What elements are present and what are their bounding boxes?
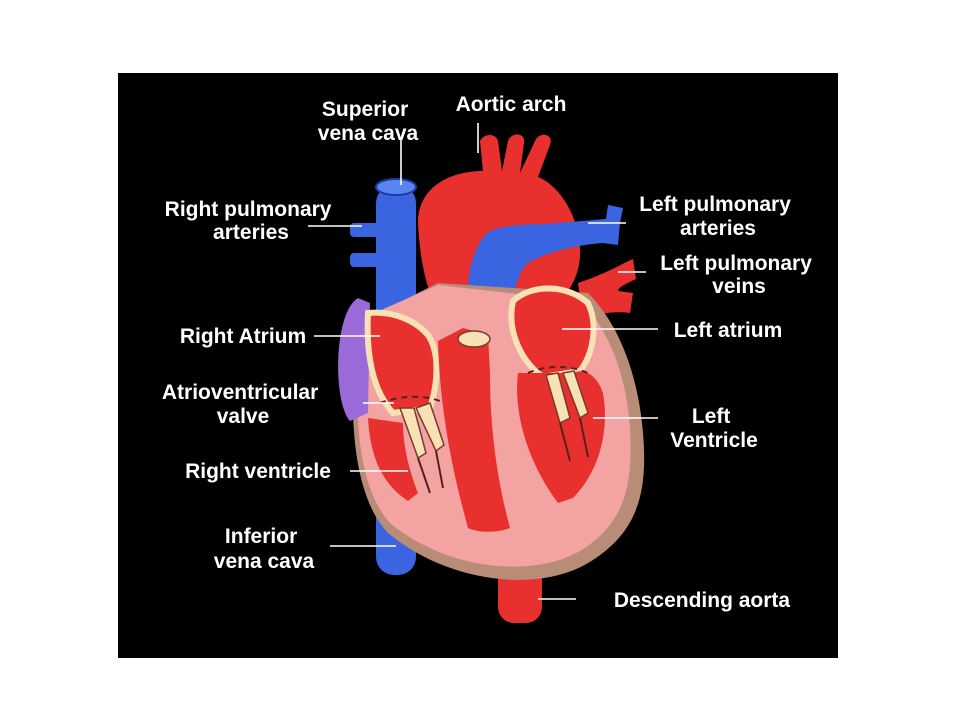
right-atrium-chamber [364,309,440,417]
valve-outlines [379,366,589,404]
label-inferior-vena-cava: Inferior vena cava [214,525,315,573]
label-left-pulmonary-veins: Left pulmonary veins [660,252,818,298]
label-left-atrium: Left atrium [674,319,783,342]
right-atrium-wall [338,298,370,421]
label-right-ventricle: Right ventricle [185,460,331,483]
label-left-ventricle: Left Ventricle [670,405,758,452]
right-ventricle-chamber [368,418,418,501]
label-aortic-arch: Aortic arch [456,93,567,116]
leader-lines [308,123,658,600]
label-descending-aorta: Descending aorta [614,589,791,612]
heart-valves [398,330,589,460]
diagram-panel: Superior vena cava Aortic arch Right pul… [118,73,838,658]
label-left-pulmonary-arteries: Left pulmonary arteries [639,193,797,240]
labels: Superior vena cava Aortic arch Right pul… [162,93,818,612]
label-right-pulmonary-arteries: Right pulmonary arteries [165,198,338,244]
label-atrioventricular-valve: Atrioventricular valve [162,381,324,428]
heart-diagram: Superior vena cava Aortic arch Right pul… [162,93,818,623]
septum [438,328,510,532]
label-right-atrium: Right Atrium [180,325,306,348]
label-superior-vena-cava: Superior vena cava [318,98,419,145]
chordae-tendineae [417,417,589,494]
right-pulmonary-arteries-vessel [350,223,380,267]
left-atrium-chamber [508,285,597,381]
